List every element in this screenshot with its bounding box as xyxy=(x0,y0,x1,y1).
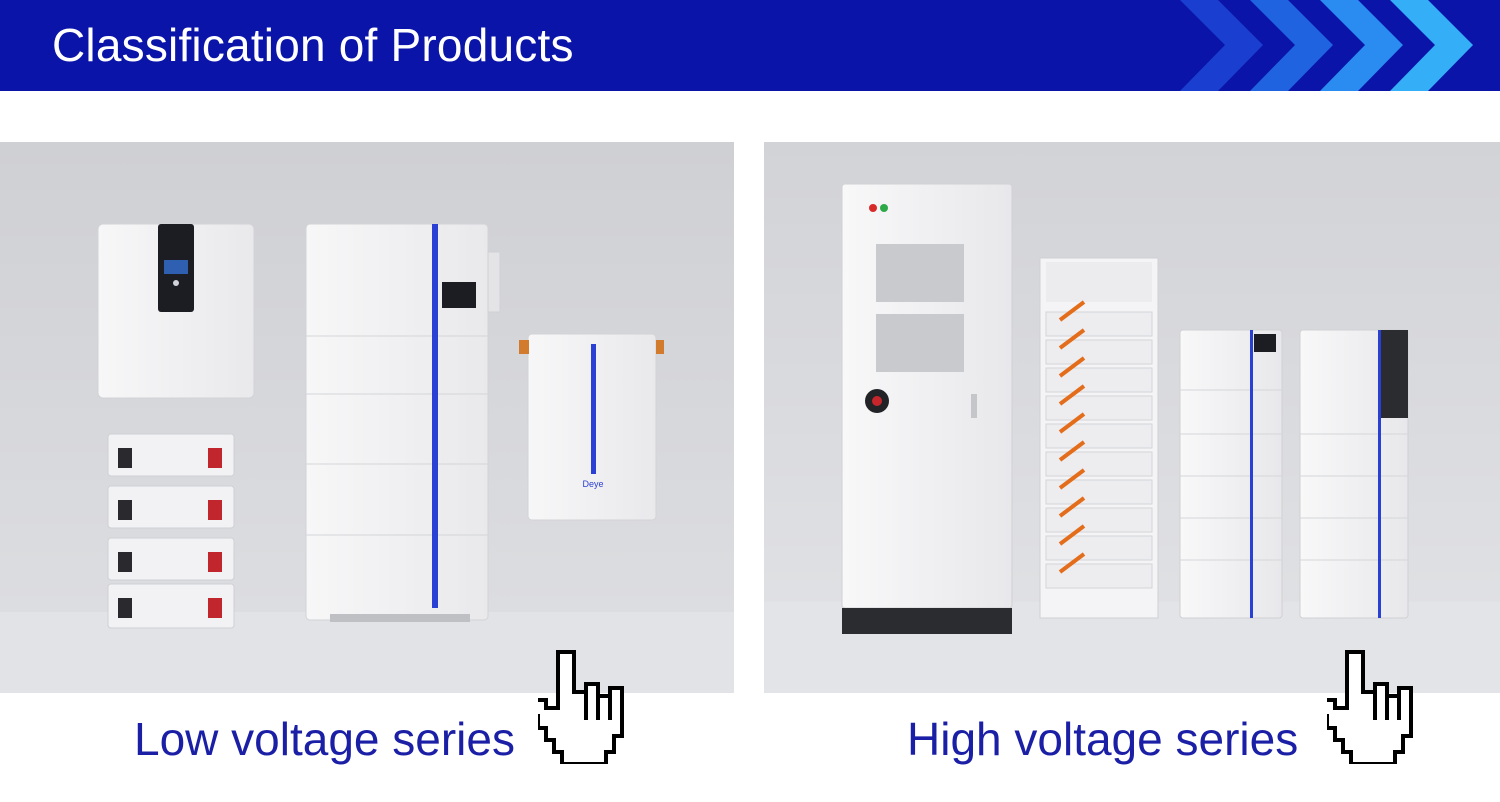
pointing-hand-icon[interactable] xyxy=(538,648,630,764)
stacked-hv-battery-1 xyxy=(1179,329,1283,619)
stacked-battery-system xyxy=(305,223,501,622)
battery-rack-modules xyxy=(107,433,235,629)
chevron-decoration-icon xyxy=(1180,0,1473,91)
inverter-unit xyxy=(97,223,255,399)
pointing-hand-icon[interactable] xyxy=(1327,648,1419,764)
high-voltage-caption[interactable]: High voltage series xyxy=(907,713,1299,765)
low-voltage-caption[interactable]: Low voltage series xyxy=(134,713,515,765)
page-title: Classification of Products xyxy=(52,19,574,71)
high-voltage-product-image[interactable] xyxy=(764,142,1500,693)
wall-battery: Deye xyxy=(519,333,664,521)
cabinet-unit xyxy=(841,183,1013,634)
header-banner: Classification of Products xyxy=(0,0,1500,91)
svg-text:Deye: Deye xyxy=(582,479,603,489)
battery-rack xyxy=(1039,257,1159,619)
low-voltage-product-image[interactable]: Deye xyxy=(0,142,734,693)
stacked-hv-battery-2 xyxy=(1299,329,1409,619)
